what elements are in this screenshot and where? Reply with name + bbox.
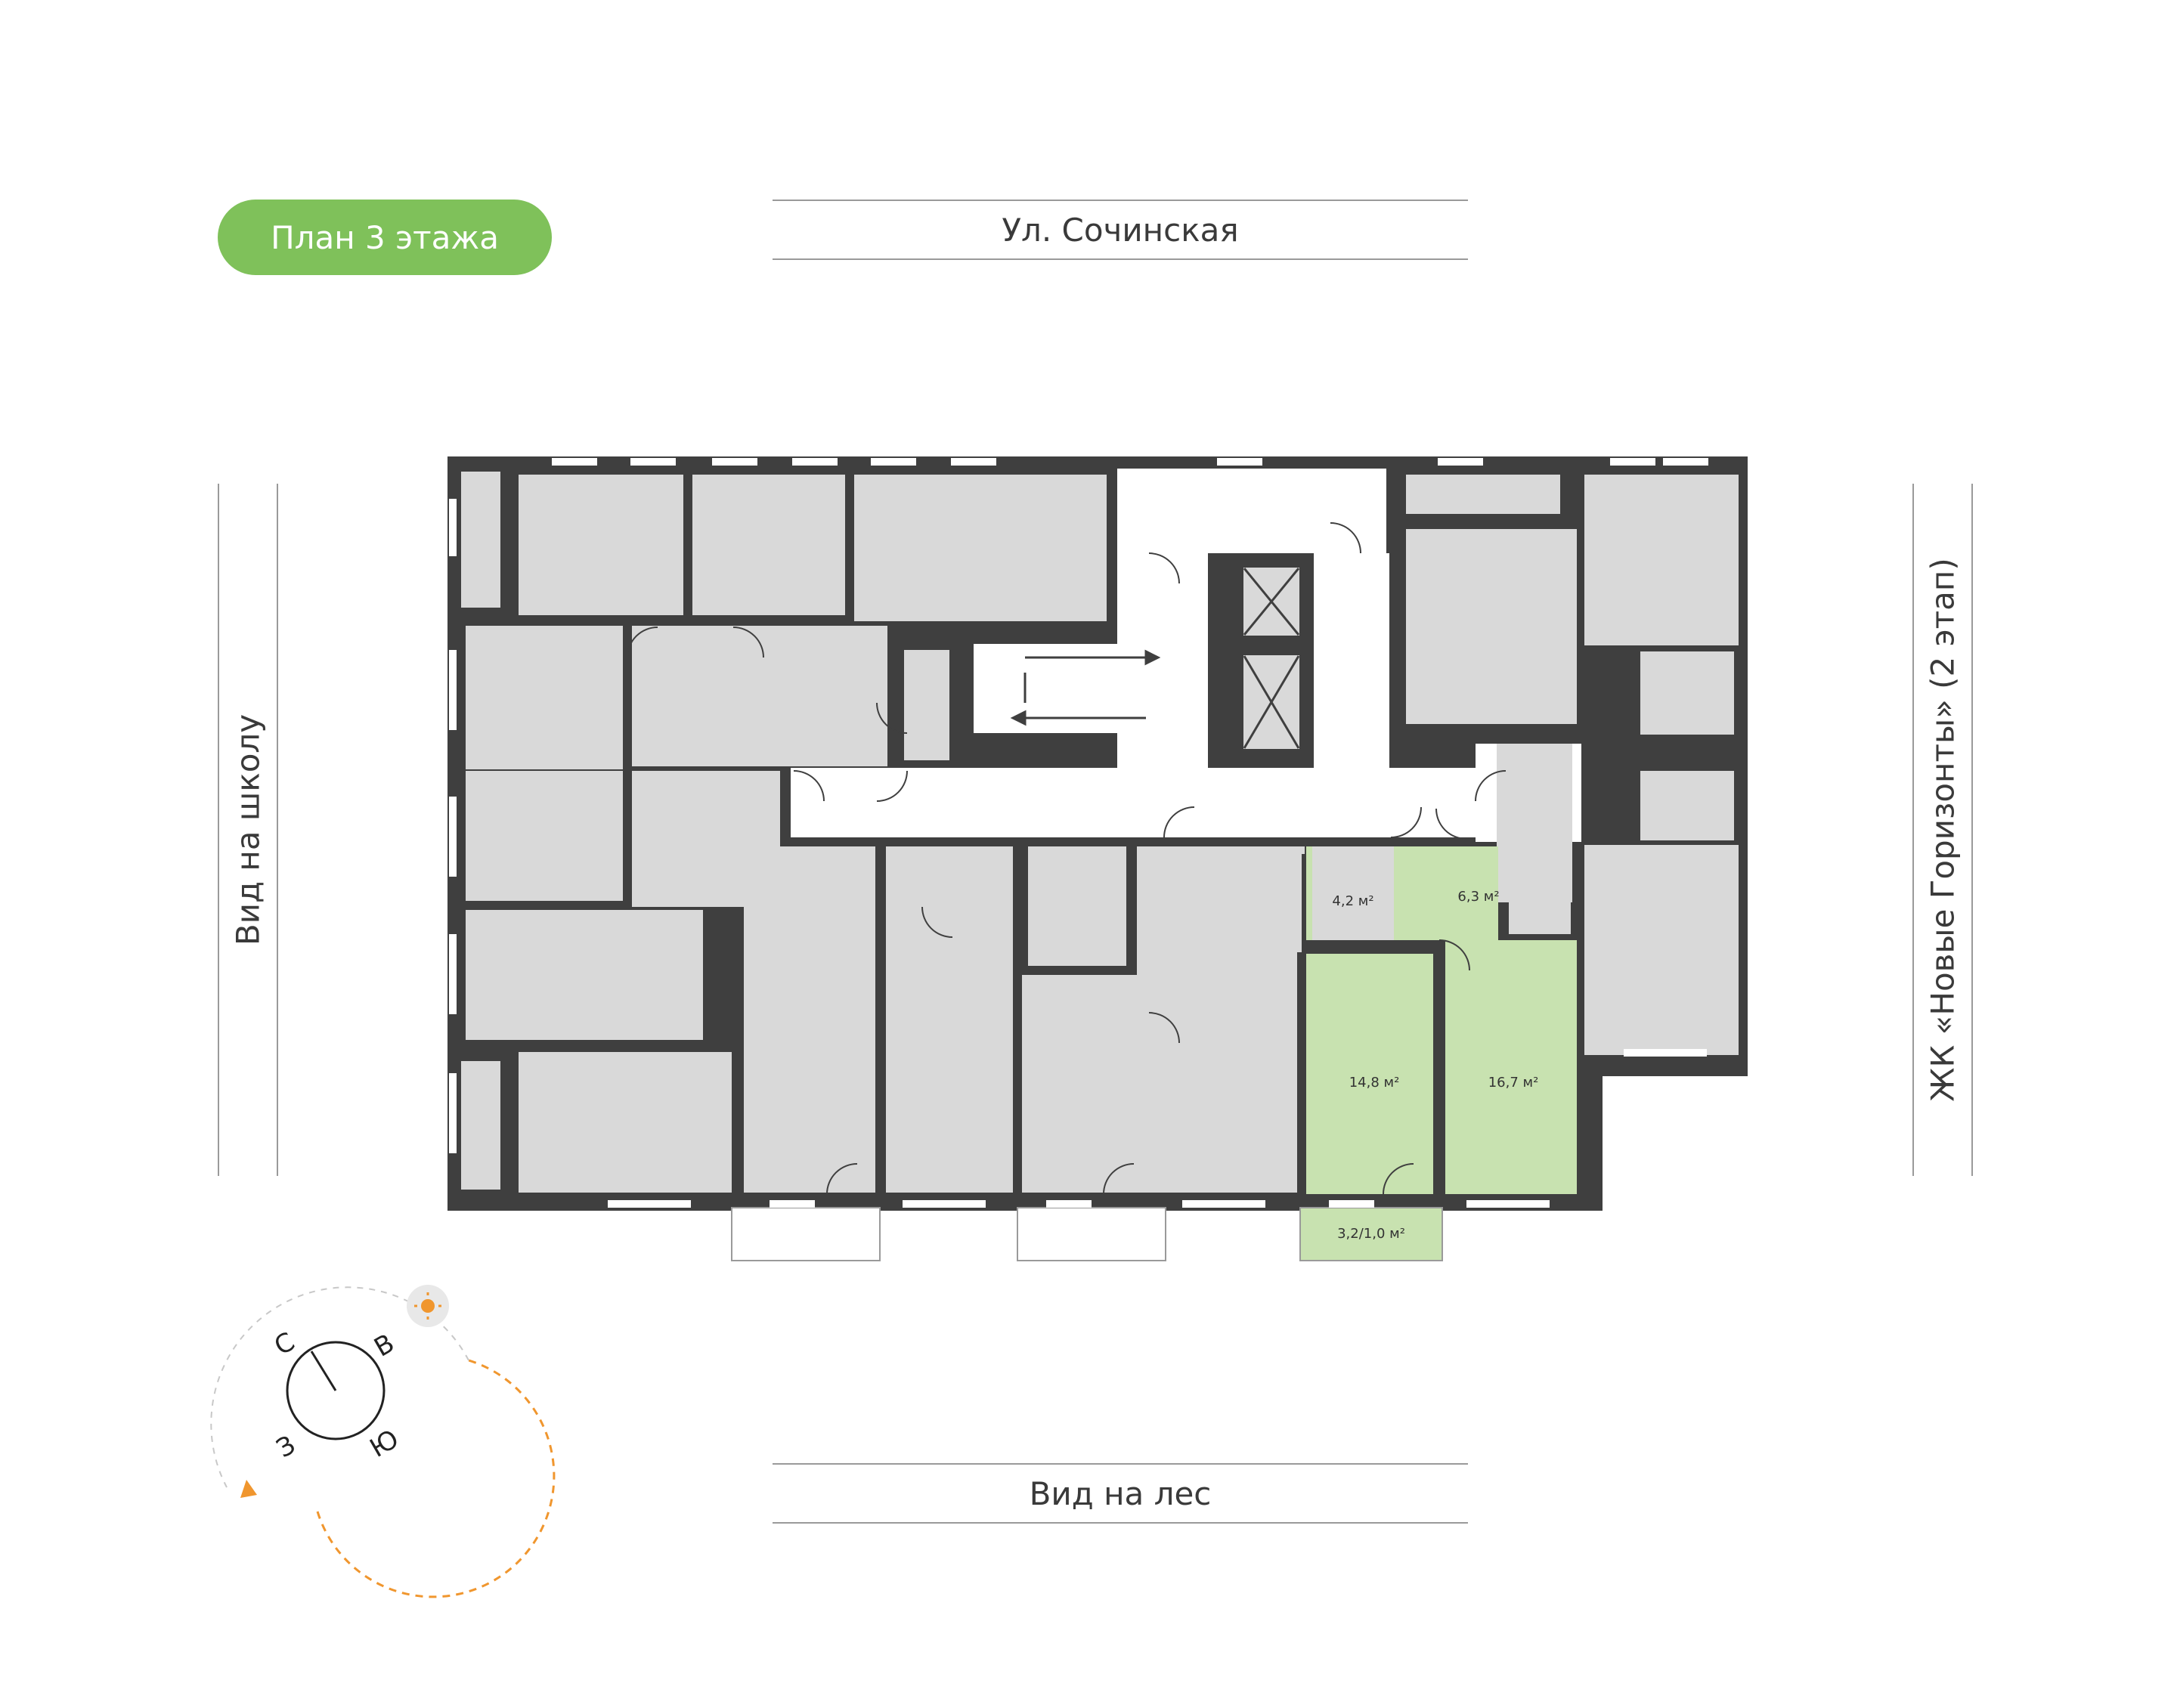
corridor — [791, 768, 1476, 837]
balcony-area — [1299, 1207, 1443, 1261]
core-lobby — [1117, 469, 1386, 553]
street-left — [218, 484, 278, 1176]
street-right — [1912, 484, 1973, 1176]
room — [692, 475, 845, 615]
room — [466, 771, 623, 901]
room — [1497, 744, 1572, 902]
compass-circle — [286, 1341, 386, 1440]
compass-north: С — [269, 1326, 300, 1362]
room — [937, 846, 1007, 922]
street-bottom-label: Вид на лес — [1029, 1474, 1212, 1512]
highlighted-apartment — [1217, 846, 1577, 1261]
room — [744, 846, 875, 1193]
room — [1584, 845, 1739, 1055]
room — [1406, 475, 1560, 514]
sun-path-arrow — [240, 1480, 257, 1498]
area-label-balcony: 3,2/1,0 м² — [1337, 1226, 1405, 1242]
area-labels: 4,2 м² 6,3 м² 14,8 м² 16,7 м² 3,2/1,0 м² — [1332, 889, 1538, 1242]
room — [466, 910, 703, 1040]
room — [904, 650, 949, 760]
room — [1640, 771, 1734, 840]
compass-west: З — [271, 1430, 301, 1465]
room — [519, 475, 683, 615]
kitchen-area — [1306, 954, 1435, 1194]
room — [854, 475, 1107, 621]
doors — [627, 522, 1507, 1195]
room — [519, 1052, 732, 1193]
room — [1028, 846, 1126, 966]
floor-plan-badge: План 3 этажа — [218, 200, 552, 275]
room — [461, 472, 500, 608]
rooms — [461, 472, 1739, 1193]
compass-east: В — [369, 1328, 399, 1363]
elevators — [1236, 560, 1307, 757]
compass-needle — [310, 1351, 337, 1391]
street-bottom: Вид на лес — [773, 1463, 1468, 1524]
street-top: Ул. Сочинская — [773, 200, 1468, 260]
room — [1584, 475, 1739, 645]
compass: С В Ю З — [210, 1285, 556, 1598]
area-label-hall: 6,3 м² — [1457, 889, 1499, 905]
room — [632, 626, 887, 766]
room — [461, 1061, 500, 1190]
sun-path-arc — [316, 1359, 556, 1598]
balconies — [731, 1207, 1166, 1261]
windows — [449, 458, 1708, 1208]
bathroom-area — [1312, 846, 1394, 940]
area-label-kitchen: 14,8 м² — [1349, 1075, 1400, 1091]
area-label-bathroom: 4,2 м² — [1332, 893, 1373, 909]
room — [1406, 529, 1577, 724]
room — [1640, 651, 1734, 735]
area-label-bedroom: 16,7 м² — [1488, 1075, 1539, 1091]
room — [466, 626, 623, 769]
bedroom-area — [1448, 940, 1577, 1194]
compass-south: Ю — [365, 1424, 404, 1464]
stair-arrows — [1010, 649, 1161, 726]
street-top-label: Ул. Сочинская — [1002, 211, 1239, 249]
